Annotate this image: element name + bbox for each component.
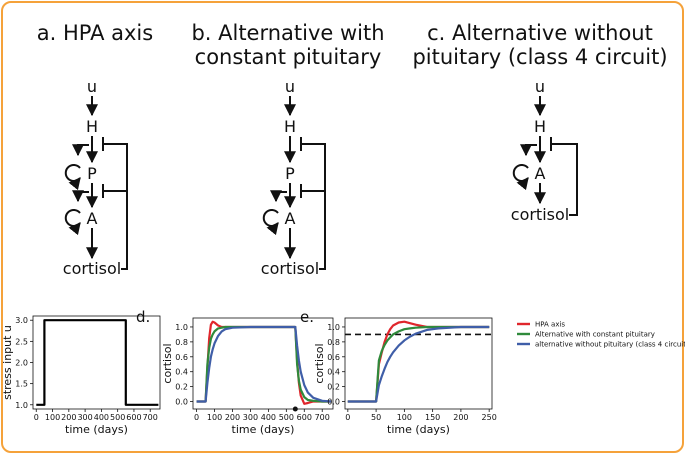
x-tick-label: 400 [261,413,276,422]
x-tick-label: 100 [207,413,222,422]
node-cortisol: cortisol [511,205,569,224]
arrow-h-side [72,144,89,157]
self-loop-a [64,209,81,236]
x-tick-label: 0 [194,413,199,422]
x-axis-label: time (days) [387,423,450,436]
y-tick-label: 0.6 [327,353,340,362]
y-tick-label: 3.0 [15,316,28,325]
x-tick-label: 150 [425,413,440,422]
y-tick-label: 0.2 [327,383,340,392]
self-loop-a [512,164,529,191]
y-tick-label: 0.0 [327,398,340,407]
panel-label-e: e. [300,308,314,326]
x-tick-label: 500 [110,413,125,422]
x-tick-label: 500 [279,413,294,422]
series-line [347,325,490,403]
node-p: P [87,164,97,183]
node-h: H [86,117,98,136]
x-tick-label: 50 [371,413,381,422]
x-tick-label: 300 [243,413,258,422]
x-axis-label: time (days) [232,423,295,436]
node-u: u [87,77,97,96]
x-tick-label: 100 [397,413,412,422]
self-loop-p [64,164,81,191]
y-tick-label: 0.8 [175,338,188,347]
x-tick-label: 250 [482,413,497,422]
node-h: H [534,117,546,136]
y-tick-label: 1.0 [15,401,28,410]
chart-cortisol-zoom: 0 50 100 150 200 250 0.0 0.2 0.4 0.6 0.8 1.0 time (d… [313,317,497,436]
y-tick-label: 0.4 [327,368,340,377]
y-tick-label: 0.8 [327,338,340,347]
y-axis-label: cortisol [161,343,174,383]
feedback-cortisol-to-h [551,143,578,216]
panel-label-d: d. [136,308,150,326]
node-a: A [87,209,98,228]
diagram-without-pituitary: u H A cortisol [511,77,578,224]
y-tick-label: 1.0 [327,323,340,332]
y-tick-label: 2.5 [15,337,28,346]
legend-label: HPA axis [535,321,565,329]
x-tick-label: 700 [143,413,158,422]
arrow-p-side [270,190,287,203]
y-tick-label: 2.0 [15,359,28,368]
diagram-constant-pituitary: u H P A cortisol [261,77,326,278]
x-tick-label: 200 [61,413,76,422]
title-a: a. HPA axis [37,21,153,45]
time-marker [292,406,298,412]
series-line [36,319,159,406]
y-tick-label: 0.4 [175,368,188,377]
x-tick-label: 0 [34,413,39,422]
feedback-cortisol-to-h [301,143,326,270]
x-tick-label: 200 [453,413,468,422]
x-tick-label: 100 [45,413,60,422]
y-tick-label: 0.2 [175,383,188,392]
legend-label: alternative without pituitary (class 4 c… [535,341,685,349]
node-h: H [284,117,296,136]
node-a: A [285,209,296,228]
x-tick-label: 400 [94,413,109,422]
x-tick-label: 700 [315,413,330,422]
x-tick-label: 300 [77,413,92,422]
series-line [196,325,332,403]
diagram-hpa-axis: u H P A cortisol [63,77,128,278]
x-tick-label: 200 [225,413,240,422]
plot-frame [192,317,334,410]
title-c-line1: c. Alternative without [427,21,653,45]
node-a: A [535,164,546,183]
y-tick-label: 1.5 [15,380,28,389]
plot-frame [344,317,493,410]
x-tick-label: 600 [297,413,312,422]
node-cortisol: cortisol [63,259,121,278]
plot-frame [32,315,161,410]
title-c-line2: pituitary (class 4 circuit) [412,45,667,69]
node-u: u [285,77,295,96]
feedback-cortisol-to-h [103,143,128,270]
x-tick-label: 600 [126,413,141,422]
node-p: P [285,164,295,183]
arrow-h-side [520,144,537,157]
y-axis-label: stress input u [1,325,14,400]
self-loop-a [262,209,279,236]
title-b-line2: constant pituitary [195,45,382,69]
series-line [196,320,332,405]
node-u: u [535,77,545,96]
legend-label: Alternative with constant pituitary [535,331,655,339]
y-axis-label: cortisol [313,343,326,383]
arrow-p-side [72,190,89,203]
y-tick-label: 0.0 [175,398,188,407]
node-cortisol: cortisol [261,259,319,278]
y-tick-label: 0.6 [175,353,188,362]
x-axis-label: time (days) [65,423,128,436]
y-tick-label: 1.0 [175,323,188,332]
series-line [347,325,490,403]
title-b-line1: b. Alternative with [191,21,384,45]
x-tick-label: 0 [345,413,350,422]
